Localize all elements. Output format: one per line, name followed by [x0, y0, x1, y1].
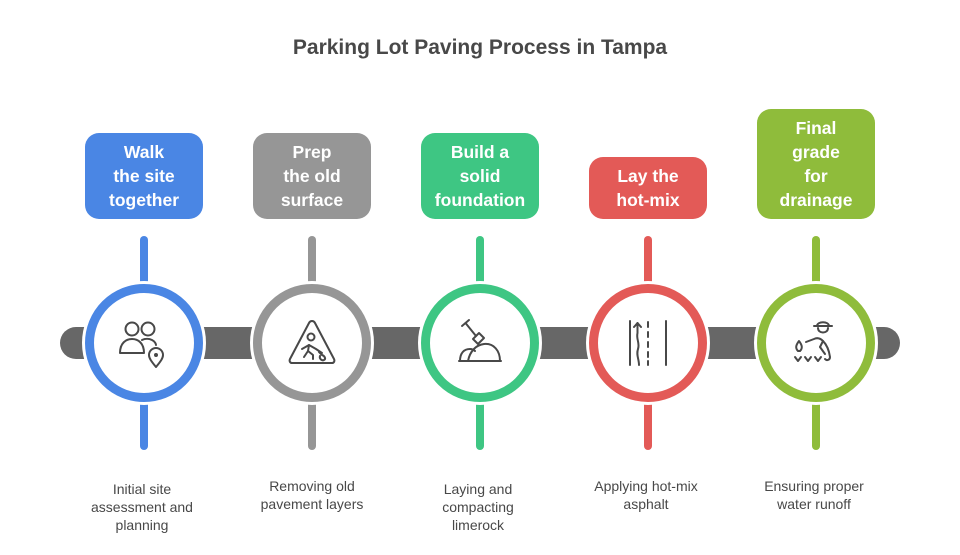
diagram-title: Parking Lot Paving Process in Tampa — [292, 36, 668, 59]
step-4-label: Lay the hot-mix — [589, 157, 707, 219]
step-1-label: Walk the site together — [85, 133, 203, 219]
step-3-description: Laying and compacting limerock — [442, 481, 514, 533]
step-5-upper-stem — [812, 236, 820, 288]
step-2-description: Removing old pavement layers — [260, 478, 364, 512]
step-4-lower-stem — [644, 398, 652, 450]
step-5-lower-stem — [812, 398, 820, 450]
step-1-description: Initial site assessment and planning — [91, 481, 193, 533]
people-location-icon — [119, 321, 164, 368]
step-3-lower-stem — [476, 398, 484, 450]
step-3-upper-stem — [476, 236, 484, 288]
step-5-label: Final grade for drainage — [757, 109, 875, 219]
step-1-lower-stem — [140, 398, 148, 450]
step-5-circle — [757, 284, 875, 402]
step-4-description: Applying hot-mix asphalt — [594, 478, 698, 512]
step-2-label: Prep the old surface — [253, 133, 371, 219]
shovel-dirt-icon — [458, 319, 502, 362]
step-2-circle — [253, 284, 371, 402]
step-2-lower-stem — [308, 398, 316, 450]
road-lanes-icon — [629, 320, 667, 366]
step-4-circle — [589, 284, 707, 402]
step-4-upper-stem — [644, 236, 652, 288]
step-1-upper-stem — [140, 236, 148, 288]
step-5-description: Ensuring proper water runoff — [764, 478, 864, 512]
step-2-upper-stem — [308, 236, 316, 288]
step-1-circle — [85, 284, 203, 402]
gardener-water-icon — [794, 321, 833, 362]
step-3-circle — [421, 284, 539, 402]
step-3-label: Build a solid foundation — [421, 133, 539, 219]
construction-worker-sign-icon — [288, 320, 336, 364]
